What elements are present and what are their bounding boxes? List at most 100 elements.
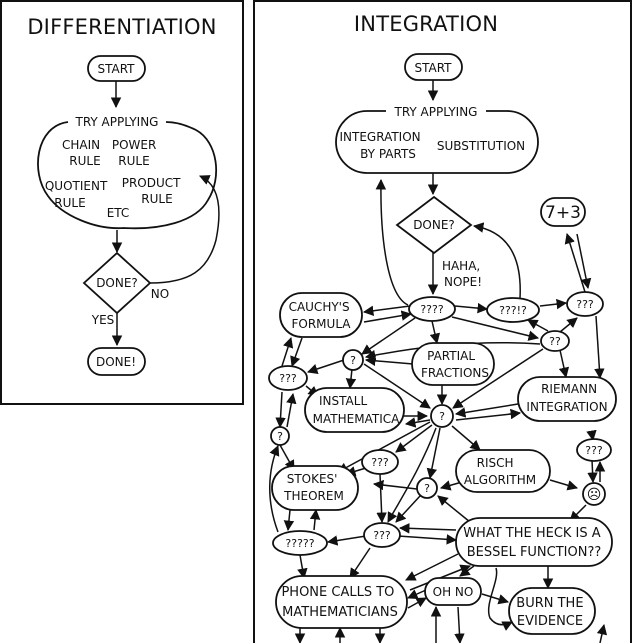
diff-edge-no-loop xyxy=(149,175,220,284)
diff-done-node xyxy=(87,347,146,376)
int-edge-cauchy-q3left xyxy=(290,337,303,367)
int-oh-no-node xyxy=(424,577,482,606)
int-q1-center-node xyxy=(430,404,454,428)
int-haha-nope: HAHA, NOPE! xyxy=(442,259,484,289)
int-bessel-label: WHAT THE HECK IS A BESSEL FUNCTION?? xyxy=(463,526,605,560)
int-edge-q4-cauchy xyxy=(362,305,411,316)
int-edge-risch-q1mid xyxy=(439,480,463,491)
int-edge-qq-riemann xyxy=(558,349,570,379)
int-edge-bessel-burn-curve xyxy=(487,567,513,631)
diff-done-label: DONE! xyxy=(96,355,136,369)
int-q1-top-label: ? xyxy=(350,354,356,367)
int-phone-node xyxy=(275,575,408,629)
int-edge-q1mid-q3low xyxy=(395,495,421,523)
int-q5-node xyxy=(272,530,328,556)
int-edge-q1center-q3low xyxy=(387,427,437,523)
int-edge-q4-q1top xyxy=(361,317,416,355)
int-q3-mid-label: ??? xyxy=(371,456,389,469)
int-q3-top-node xyxy=(566,291,604,317)
int-q3-right-node xyxy=(576,438,612,462)
int-edge-partial-q1top xyxy=(364,355,414,367)
int-edge-q5-stokes xyxy=(309,508,321,531)
int-edge-q3low-q5 xyxy=(326,535,367,546)
int-edge-q4-qq xyxy=(451,316,540,341)
diff-try-label: TRY APPLYING xyxy=(75,115,159,129)
int-edge-q3low-phone xyxy=(349,547,371,579)
int-cauchy-node xyxy=(279,292,363,338)
int-edge-offpage-5 xyxy=(454,606,465,643)
int-stokes-node xyxy=(271,465,359,511)
int-q3-low-node xyxy=(363,522,401,548)
int-start-node xyxy=(404,53,463,81)
diff-power-rule: POWER RULE xyxy=(112,138,160,168)
int-edge-cauchy-q4 xyxy=(363,310,413,323)
diff-etc: ETC xyxy=(107,206,130,220)
int-try-label: TRY APPLYING xyxy=(394,105,478,119)
int-edge-qq-q1center xyxy=(452,348,544,409)
int-q3-left-node xyxy=(268,365,308,391)
int-phone-label: PHONE CALLS TO MATHEMATICIANS xyxy=(281,585,398,620)
int-qq-label: ?? xyxy=(549,335,561,348)
int-q4b-label: ???!? xyxy=(499,304,527,317)
diff-product-rule: PRODUCT RULE xyxy=(122,176,185,206)
diff-yes-label: YES xyxy=(91,313,115,327)
int-try-label-bg xyxy=(386,103,486,119)
int-glyph-node xyxy=(540,197,586,227)
int-substitution: SUBSTITUTION xyxy=(437,139,525,153)
differentiation-panel: DIFFERENTIATION START TRY APPLYING CHAIN… xyxy=(0,0,244,405)
int-q1-mid-node xyxy=(416,477,438,499)
int-edge-qq-q3top xyxy=(559,317,578,333)
int-edge-bessel-ohno xyxy=(459,565,475,577)
int-q3-left-label: ??? xyxy=(279,372,297,385)
int-q5-label: ????? xyxy=(285,537,314,550)
int-edge-q4b-q3top xyxy=(539,298,568,310)
differentiation-title: DIFFERENTIATION xyxy=(27,15,216,39)
integration-title: INTEGRATION xyxy=(354,12,498,36)
int-q4-node xyxy=(408,296,456,322)
int-edge-bessel-q1mid xyxy=(437,495,471,523)
int-bessel-node xyxy=(455,517,613,567)
int-start-label: START xyxy=(414,61,452,75)
int-edge-q1center-q1mid xyxy=(426,427,441,480)
int-edge-ohno-burn xyxy=(481,593,510,605)
int-cauchy-label: CAUCHY'S FORMULA xyxy=(289,300,354,331)
int-q1-center-label: ? xyxy=(439,410,445,423)
int-edge-q3mid-q3low xyxy=(376,473,387,524)
int-edge-riemann-q1center xyxy=(454,403,519,418)
int-q1-mid-label: ? xyxy=(424,482,430,495)
int-riemann-node xyxy=(517,376,617,422)
diff-no-label: NO xyxy=(151,287,169,301)
int-edge-glyph-q3top xyxy=(576,233,592,290)
integration-panel: INTEGRATION xyxy=(253,0,632,643)
int-install-label: INSTALL MATHEMATICA xyxy=(313,394,400,426)
diff-done-q-label: DONE? xyxy=(96,276,138,290)
int-edge-bessel-q3low xyxy=(398,523,457,534)
int-edge-q3low-bessel xyxy=(397,534,458,545)
int-edge-q1center-stokes xyxy=(337,421,431,473)
int-edge-offpage-6 xyxy=(596,623,608,643)
int-q3-right-label: ??? xyxy=(585,444,603,457)
int-q3-top-label: ??? xyxy=(576,298,594,311)
sad-face-icon: ☹ xyxy=(587,487,602,503)
int-edge-to-try xyxy=(375,178,409,306)
int-qq-node xyxy=(540,330,570,352)
int-edge-ohno-phone xyxy=(407,589,427,599)
int-by-parts: INTEGRATION BY PARTS xyxy=(340,130,425,161)
int-q1-left-node xyxy=(270,426,290,446)
int-q1-top-node xyxy=(342,349,364,371)
int-partial-node xyxy=(411,342,495,386)
int-edge-q4-partial xyxy=(429,320,441,345)
int-q1-left-label: ? xyxy=(277,430,283,443)
int-edge-q3top-riemann xyxy=(594,315,605,380)
int-risch-label: RISCH ALGORITHM xyxy=(464,456,536,487)
int-edge-q1left-q3left xyxy=(286,392,297,428)
int-stokes-label: STOKES' THEOREM xyxy=(283,472,344,503)
int-partial-label: PARTIAL FRACTIONS xyxy=(421,349,489,380)
diff-chain-rule: CHAIN RULE xyxy=(62,138,104,168)
int-edge-bessel-phone xyxy=(405,553,459,581)
int-edge-q1top-install xyxy=(345,368,357,390)
int-edge-q4-q4b xyxy=(454,302,489,314)
int-edge-q3right-sad xyxy=(587,459,598,484)
int-edge-q1center-risch xyxy=(451,425,481,451)
